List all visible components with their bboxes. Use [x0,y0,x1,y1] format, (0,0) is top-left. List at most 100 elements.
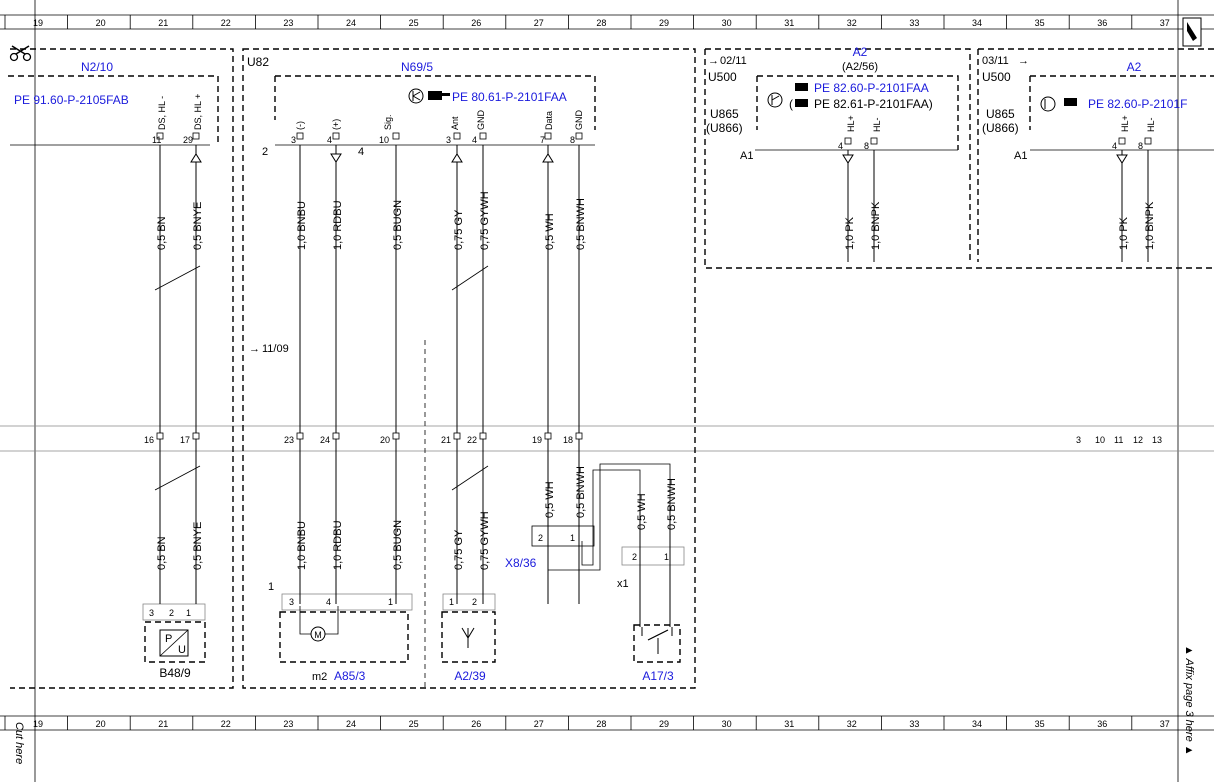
pin-name-n69-5: Data [544,111,554,130]
pin-name-n2-10: DS, HL + [193,94,203,130]
grid-label-top: 34 [972,18,982,28]
pin-mid [332,432,340,440]
pin-mid [575,432,583,440]
a1-right-label: A1 [1014,150,1027,162]
grid-label-top: 31 [784,18,794,28]
pin-mid [392,432,400,440]
svg-text:11/09: 11/09 [262,343,289,355]
grid-label-top: 32 [847,18,857,28]
pin-top [296,132,304,140]
wire-label-a2: 1,0 BNPK [1144,201,1156,250]
grid-label-bottom: 35 [1035,719,1045,729]
transistor-icon [1040,96,1056,112]
signal-arrow-icon [190,153,202,163]
a2-label: A2 [853,45,868,59]
grid-label-top: 21 [158,18,168,28]
pin-a2 [1118,137,1126,145]
pin-top [392,132,400,140]
a17-3-box [633,624,681,663]
pin-top [332,132,340,140]
page-ref-11-09: → 11/09 [249,343,289,355]
a2-ref-1[interactable]: PE 82.60-P-2101FAA [814,81,929,95]
a2-ref-2[interactable]: ( PE 82.61-P-2101FAA) [789,97,933,111]
pin-name-n69-5: (+) [331,119,341,130]
a85-3-pin1: 1 [268,581,274,593]
pressure-sensor-icon [159,629,189,657]
b48-9-label: B48/9 [159,666,191,680]
pin-number-n69-5: 7 [540,135,545,145]
hand-pointer-icon [428,91,450,100]
pin-number-mid: 20 [380,435,390,445]
pin-number-n69-5: 3 [446,135,451,145]
pin-number-mid: 16 [144,435,154,445]
grid-label-bottom: 28 [596,719,606,729]
grid-label-bottom: 31 [784,719,794,729]
grid-label-top: 28 [596,18,606,28]
grid-label-bottom: 26 [471,719,481,729]
a85-3-m2: m2 [312,671,327,683]
transistor-icon [408,88,424,104]
wire-label-upper: 0,5 BUGN [392,200,404,250]
a2-right-ref[interactable]: PE 82.60-P-2101F [1088,97,1187,111]
grid-label-top: 25 [409,18,419,28]
section-left-boundary [10,48,234,689]
pin-number-a2-39: 2 [472,597,477,607]
n69-5-box [274,75,596,130]
pin-name-n69-5: GND [574,110,584,131]
pin-number-x8-36: 2 [538,533,543,543]
wire-label-upper: 0,5 BN [156,216,168,250]
top-right-tab [1182,17,1202,47]
pin-number-n69-5: 10 [379,135,389,145]
section-u82-boundary [242,48,696,689]
grid-label-bottom: 36 [1097,719,1107,729]
pin-number-cluster: 13 [1152,435,1162,445]
pin-number-cluster: 12 [1133,435,1143,445]
n69-5-side-pin: 2 [262,146,268,158]
wire-label-upper: 1,0 BNBU [296,201,308,250]
grid-label-bottom: 19 [33,719,43,729]
scissors-icon [9,45,32,62]
u865-label: U865 [710,107,739,121]
grid-label-top: 29 [659,18,669,28]
svg-text:→: → [708,55,719,67]
wire-label-lower: 0,5 BNWH [575,466,587,518]
a2-sub-label: (A2/56) [842,61,878,73]
hand-pointer-icon [795,83,808,91]
wire-label-upper: 0,5 BNWH [575,198,587,250]
grid-label-bottom: 37 [1160,719,1170,729]
pin-number-a2: 4 [838,141,843,151]
pin-number-x8-36: 1 [570,533,575,543]
pin-mid [192,432,200,440]
pin-number-mid: 21 [441,435,451,445]
pin-number-a17-3: 2 [632,552,637,562]
wire-label-upper: 0,5 WH [544,213,556,250]
n2-10-ref[interactable]: PE 91.60-P-2105FAB [14,93,129,107]
pin-mid [479,432,487,440]
pin-a2 [844,137,852,145]
antenna-icon [461,627,475,648]
pin-number-mid: 17 [180,435,190,445]
pin-number-a17-3: 1 [664,552,669,562]
grid-label-bottom: 20 [96,719,106,729]
pin-top [479,132,487,140]
wire-label-lower: 1,0 RDBU [332,520,344,570]
svg-text:02/11: 02/11 [720,55,747,67]
signal-arrow-icon [330,153,342,163]
grid-label-top: 24 [346,18,356,28]
pin-mid [544,432,552,440]
a2-right-box [1029,75,1214,130]
wire-label-lower: 0,75 GY [453,529,465,570]
x8-36-connector [531,525,595,547]
signal-arrow-icon [1116,154,1128,164]
signal-arrow-icon [542,153,554,163]
grid-label-top: 19 [33,18,43,28]
transistor-icon [767,92,783,108]
grid-label-top: 27 [534,18,544,28]
pin-top [192,132,200,140]
svg-text:→: → [1018,55,1029,67]
grid-label-top: 20 [96,18,106,28]
n69-5-ref[interactable]: PE 80.61-P-2101FAA [452,90,567,104]
twist-mark [154,265,201,291]
pin-name-a2: HL- [872,117,882,132]
grid-label-bottom: 24 [346,719,356,729]
